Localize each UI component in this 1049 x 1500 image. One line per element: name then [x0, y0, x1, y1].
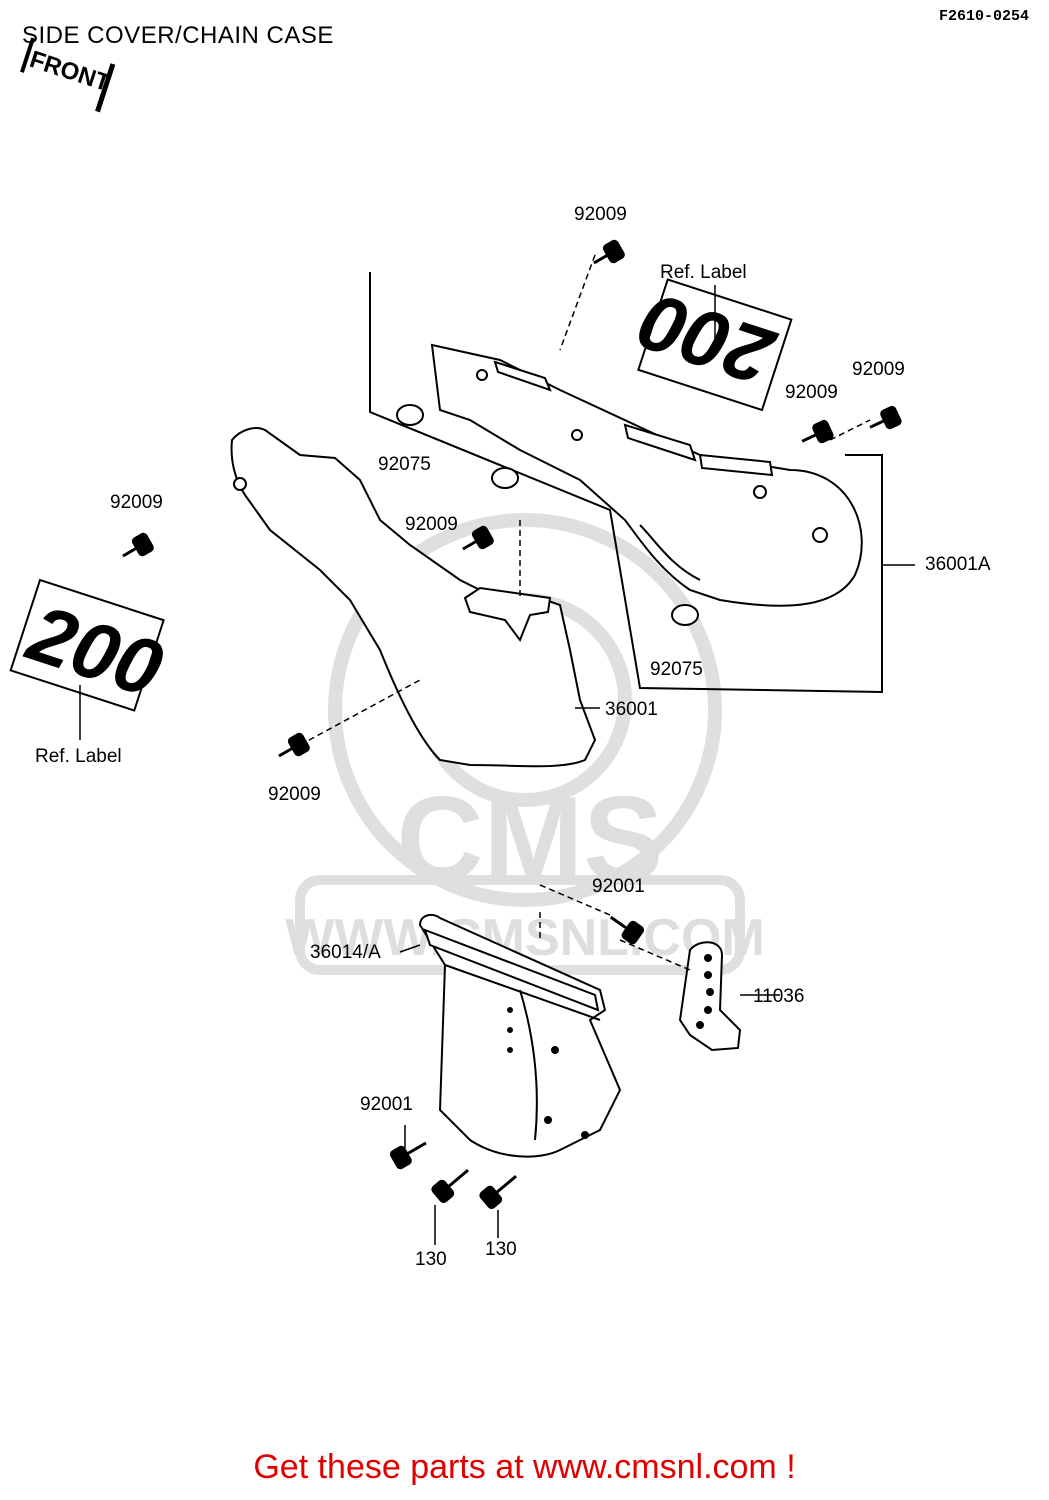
callout-92009-right-b: 92009 [852, 359, 905, 380]
bolt-icons [122, 239, 902, 1210]
side-cover-36001 [230, 427, 597, 768]
callout-36001a: 36001A [925, 554, 991, 575]
callout-130-left: 130 [415, 1249, 447, 1270]
front-marker-text: FRONT [26, 46, 113, 97]
callout-92075-lower: 92075 [650, 659, 703, 680]
front-marker: FRONT [20, 37, 116, 113]
callout-92009-top: 92009 [574, 204, 627, 225]
callout-130-right: 130 [485, 1239, 517, 1260]
callout-ref-label-right: Ref. Label [660, 262, 747, 283]
callout-92001-lower: 92001 [360, 1094, 413, 1115]
callout-36014a: 36014/A [310, 942, 381, 963]
side-cover-36001a [430, 343, 863, 607]
page-title: SIDE COVER/CHAIN CASE [22, 22, 334, 49]
callout-92075-upper: 92075 [378, 454, 431, 475]
footer-link[interactable]: Get these parts at www.cmsnl.com ! [253, 1448, 796, 1486]
chain-case-36014a [418, 913, 622, 1158]
decal-200-right-text: 200 [629, 276, 785, 403]
callout-labels: 92009 Ref. Label 92009 92009 92075 92009… [35, 204, 991, 1270]
grommet-icons [396, 404, 699, 626]
cover-outline-right [369, 272, 883, 694]
callout-92009-left-upper: 92009 [110, 492, 163, 513]
diagram-code: F2610-0254 [938, 8, 1029, 25]
decal-200-left-text: 200 [16, 588, 172, 715]
callout-ref-label-left: Ref. Label [35, 746, 122, 767]
bracket-11036 [678, 941, 742, 1052]
callout-92009-right-a: 92009 [785, 382, 838, 403]
callout-92009-left-lower: 92009 [268, 784, 321, 805]
leader-lines [79, 254, 915, 1245]
decal-200-left: 200 [9, 578, 173, 715]
callout-11036: 11036 [753, 986, 804, 1007]
decal-200-right: 200 [629, 276, 793, 412]
callout-92001-upper: 92001 [592, 876, 645, 897]
watermark-brand: CMS [397, 772, 664, 906]
callout-92009-middle: 92009 [405, 514, 458, 535]
callout-36001: 36001 [605, 699, 658, 720]
